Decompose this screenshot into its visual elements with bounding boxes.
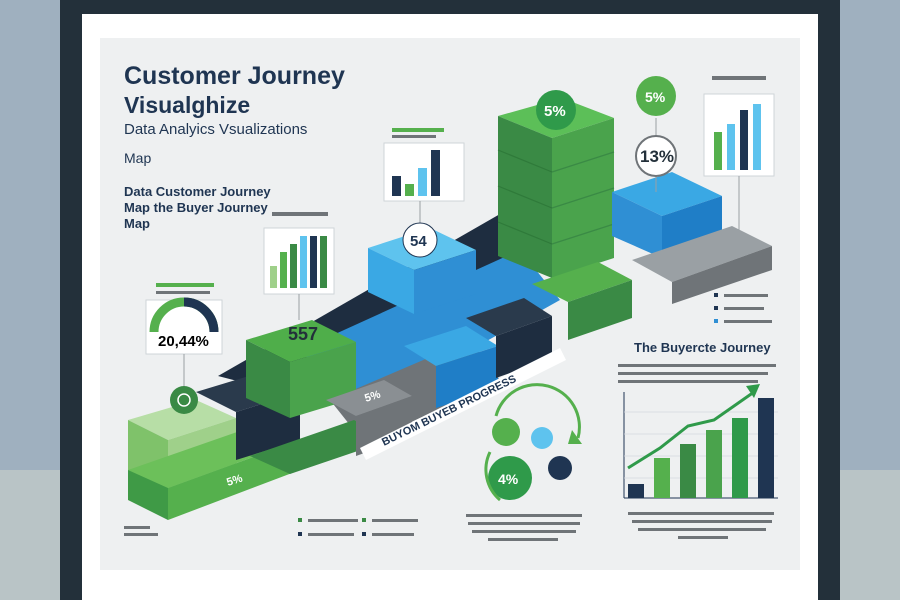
section-heading-line3: Map [124, 216, 150, 231]
growth-bar-6 [758, 398, 774, 498]
center-paragraph-lines [466, 514, 582, 541]
right-paragraph-lines [618, 364, 776, 383]
block-54-right [414, 250, 476, 314]
growth-trend-line [627, 390, 755, 470]
block-blue-step-top [404, 326, 498, 366]
stat-label-557: 557 [288, 324, 318, 344]
slab-mid-green [250, 420, 390, 474]
buyer-journey-title: The Buyercte Journey [634, 340, 771, 355]
target-icon [177, 393, 191, 407]
cycle-circle-3 [488, 456, 532, 500]
cycle-circle-1 [492, 418, 520, 446]
growth-bar-4 [706, 430, 722, 498]
right-legend [714, 293, 772, 323]
stat-label-54: 54 [410, 233, 427, 250]
icon-circle-green [170, 386, 198, 414]
block-right-blue-left [612, 192, 662, 258]
stat-circle-5pct [536, 90, 576, 130]
block-navy-step-top [466, 298, 552, 336]
block-gray-top [326, 380, 412, 416]
section-heading-line2: Map the Buyer Journey [124, 200, 268, 215]
arrow-head-icon [568, 430, 582, 444]
block-lightgreen-top [128, 400, 236, 440]
stat-label-20-44: 20,44% [158, 333, 209, 350]
stat-label-slab: 5% [225, 472, 244, 488]
block-557-left [246, 340, 290, 418]
band-blue [300, 250, 560, 412]
stat-circle-54 [402, 222, 438, 258]
stat-label-4pct: 4% [498, 471, 519, 487]
stat-circle-5pct-right [636, 76, 676, 116]
trend-arrow-icon [746, 384, 760, 398]
block-green-step-front [568, 280, 632, 340]
stat-circle-13pct [635, 135, 677, 177]
cycle-circle-2 [531, 427, 553, 449]
platform-gray-top [632, 226, 772, 282]
poster-title-line1: Customer Journey [124, 62, 345, 90]
bottom-legend [124, 518, 418, 536]
cycle-arrow [494, 383, 581, 439]
ribbon [360, 348, 566, 460]
block-54-left [368, 248, 414, 314]
stat-label-5pct: 5% [544, 103, 566, 120]
block-557-top [246, 320, 356, 362]
block-right-blue-top [612, 172, 722, 216]
stat-label-gray: 5% [363, 388, 382, 404]
right-bottom-paragraph-lines [628, 512, 774, 539]
stat-label-13pct: 13% [640, 147, 674, 166]
poster-subtitle-map: Map [124, 150, 152, 166]
growth-bar-3 [680, 444, 696, 498]
growth-bar-2 [654, 458, 670, 498]
growth-bar-5 [732, 418, 748, 498]
growth-bar-1 [628, 484, 644, 498]
block-green-step-top [532, 262, 632, 302]
poster-subtitle: Data Analyics Vsualizations [124, 121, 308, 138]
cycle-circle-4 [548, 456, 572, 480]
stat-label-5pct-right: 5% [645, 89, 666, 105]
poster-title-line2: Visualghize [124, 92, 251, 118]
section-heading-line1: Data Customer Journey [124, 184, 271, 199]
slab-green-left [128, 470, 168, 520]
platform-gray-front [672, 246, 772, 304]
